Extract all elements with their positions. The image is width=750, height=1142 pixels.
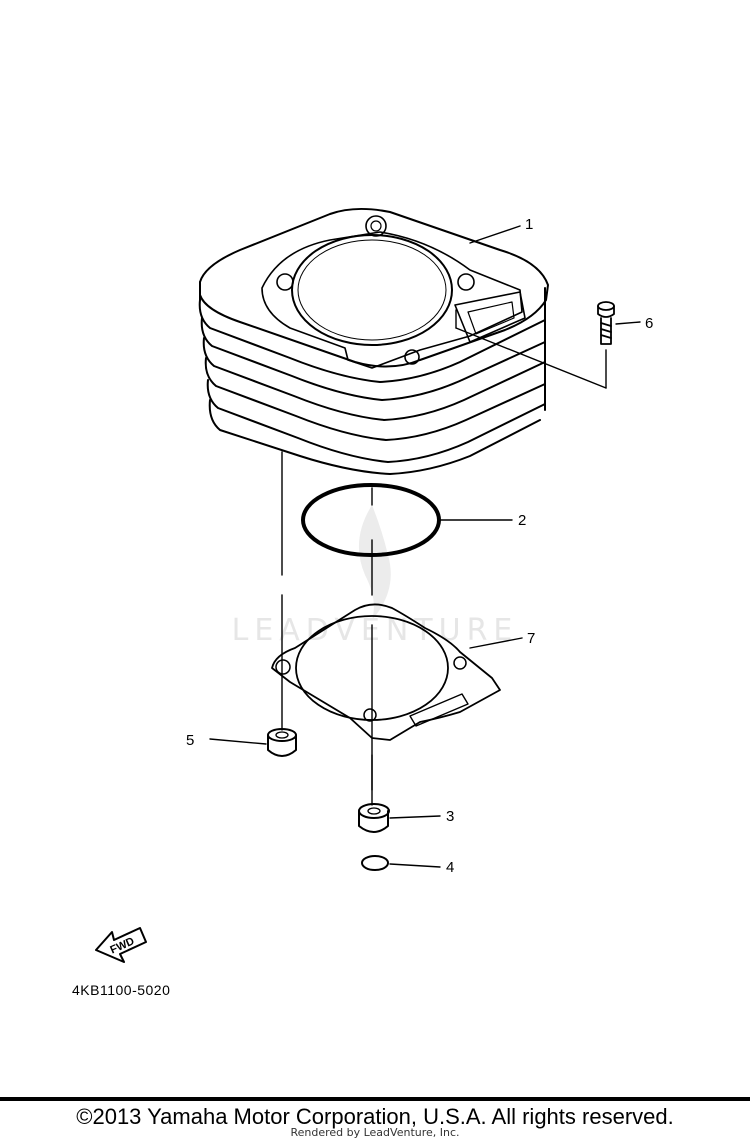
callout-3: 3 (446, 808, 454, 825)
callout-labels: 1 2 3 4 5 6 7 (186, 216, 653, 876)
footer-divider (0, 1097, 750, 1101)
small-o-ring-part (361, 855, 389, 871)
dowel-pin-part (267, 728, 297, 757)
o-ring-part (301, 483, 441, 557)
callout-4: 4 (446, 859, 454, 876)
dowel-pin-part (358, 803, 390, 833)
callout-2: 2 (518, 512, 526, 529)
callout-1: 1 (525, 216, 533, 233)
callout-7: 7 (527, 630, 535, 647)
bolt-part (597, 301, 615, 345)
cylinder-part (198, 208, 549, 475)
callout-5: 5 (186, 732, 194, 749)
assembly-lines (281, 309, 607, 806)
diagram-part-code: 4KB1100-5020 (72, 982, 171, 998)
leadventure-watermark: LEADVENTURE (232, 505, 519, 648)
fwd-arrow-icon: FWD (95, 927, 147, 963)
callout-6: 6 (645, 315, 653, 332)
leader-lines (209, 225, 641, 868)
copyright-notice: ©2013 Yamaha Motor Corporation, U.S.A. A… (76, 1104, 674, 1129)
svg-text:LEADVENTURE: LEADVENTURE (232, 613, 519, 648)
render-credit: Rendered by LeadVenture, Inc. (290, 1126, 460, 1139)
